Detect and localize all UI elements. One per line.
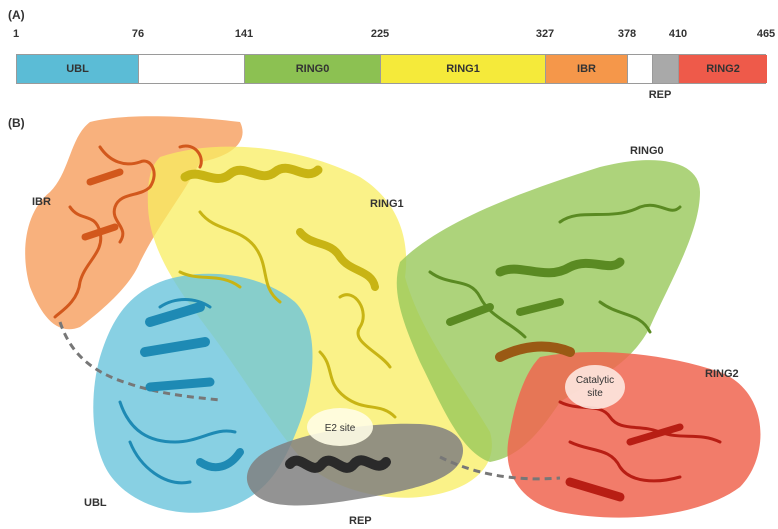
rep-helix bbox=[290, 460, 386, 468]
domain-ring1-label: RING1 bbox=[446, 63, 480, 75]
domain-ubl-label: UBL bbox=[66, 63, 89, 75]
domain-ring1: RING1 bbox=[381, 55, 546, 83]
tick-141: 141 bbox=[235, 28, 253, 40]
tick-327: 327 bbox=[536, 28, 554, 40]
domain-linker-1 bbox=[139, 55, 245, 83]
tick-225: 225 bbox=[371, 28, 389, 40]
domain-ring0-label: RING0 bbox=[296, 63, 330, 75]
domain-bar: UBL RING0 RING1 IBR RING2 bbox=[16, 54, 766, 84]
domain-linker-2 bbox=[628, 55, 653, 83]
catalytic-site-marker bbox=[565, 365, 625, 409]
ring1-label: RING1 bbox=[370, 198, 404, 210]
tick-76: 76 bbox=[132, 28, 144, 40]
catalytic-site-label-line2: site bbox=[587, 388, 603, 399]
ring0-label: RING0 bbox=[630, 145, 664, 157]
panel-a-label: (A) bbox=[8, 8, 25, 22]
e2-site-label: E2 site bbox=[325, 423, 356, 434]
ubl-label: UBL bbox=[84, 497, 107, 509]
catalytic-site-label-line1: Catalytic bbox=[576, 375, 614, 386]
domain-ring2: RING2 bbox=[679, 55, 767, 83]
domain-ibr-label: IBR bbox=[577, 63, 596, 75]
tick-465: 465 bbox=[757, 28, 775, 40]
domain-ibr: IBR bbox=[546, 55, 628, 83]
rep-label: REP bbox=[349, 515, 372, 527]
domain-ubl: UBL bbox=[17, 55, 139, 83]
tick-410: 410 bbox=[669, 28, 687, 40]
ring2-label: RING2 bbox=[705, 368, 739, 380]
tick-1: 1 bbox=[13, 28, 19, 40]
domain-ring2-label: RING2 bbox=[706, 63, 740, 75]
ibr-label: IBR bbox=[32, 196, 51, 208]
domain-ring0: RING0 bbox=[245, 55, 381, 83]
tick-378: 378 bbox=[618, 28, 636, 40]
rep-bar-label: REP bbox=[649, 89, 672, 101]
structure-diagram: IBR RING1 RING0 RING2 UBL REP E2 site Ca… bbox=[0, 112, 778, 529]
domain-rep bbox=[653, 55, 679, 83]
